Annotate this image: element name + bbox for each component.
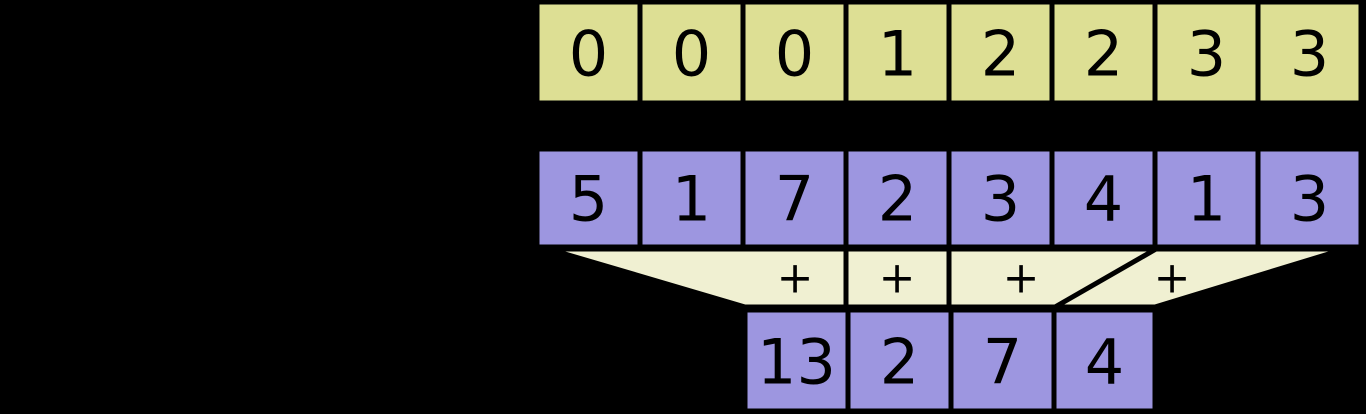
cell-background <box>1051 307 1158 414</box>
cell-background <box>845 307 954 414</box>
segment-id-cell: 2 <box>1049 0 1158 106</box>
cell-background <box>534 0 643 106</box>
cell-label: 2 <box>1084 18 1123 91</box>
segment-id-cell: 1 <box>843 0 952 106</box>
values-row: 5 1 7 2 3 4 1 <box>534 146 1364 250</box>
cell-background <box>637 146 746 250</box>
value-cell: 5 <box>534 146 643 250</box>
segment-ids-row: 0 0 0 1 2 2 3 <box>534 0 1364 106</box>
cell-label: 3 <box>1290 163 1329 236</box>
value-cell: 3 <box>946 146 1055 250</box>
cell-label: 2 <box>878 163 917 236</box>
cell-background <box>1255 0 1364 106</box>
cell-background <box>637 0 746 106</box>
value-cell: 1 <box>637 146 746 250</box>
cell-label: 4 <box>1085 326 1124 399</box>
operator-label: + <box>879 253 916 304</box>
segment-id-cell: 0 <box>534 0 643 106</box>
cell-label: 2 <box>981 18 1020 91</box>
cell-label: 0 <box>569 18 608 91</box>
cell-label: 3 <box>1290 18 1329 91</box>
cell-background <box>946 0 1055 106</box>
result-cell: 2 <box>845 307 954 414</box>
segment-id-cell: 0 <box>740 0 849 106</box>
cell-label: 4 <box>1084 163 1123 236</box>
segment-id-cell: 2 <box>946 0 1055 106</box>
cell-label: 3 <box>1187 18 1226 91</box>
funnel-divider-slanted <box>1053 246 1158 310</box>
cell-label: 7 <box>983 326 1022 399</box>
cell-label: 5 <box>569 163 608 236</box>
result-cell: 7 <box>948 307 1057 414</box>
cell-background <box>948 307 1057 414</box>
cell-background <box>740 0 849 106</box>
operator-label: + <box>777 253 814 304</box>
results-row: 13 2 7 4 <box>742 307 1158 414</box>
cell-label: 7 <box>775 163 814 236</box>
cell-label: 1 <box>878 18 917 91</box>
operator-band: + + + + <box>547 246 1346 310</box>
cell-background <box>1152 0 1261 106</box>
cell-label: 0 <box>775 18 814 91</box>
value-cell: 3 <box>1255 146 1364 250</box>
cell-label: 0 <box>672 18 711 91</box>
cell-background <box>742 307 851 414</box>
operator-label: + <box>1154 253 1191 304</box>
segment-id-cell: 0 <box>637 0 746 106</box>
segment-id-cell: 3 <box>1152 0 1261 106</box>
cell-background <box>1255 146 1364 250</box>
cell-label: 3 <box>981 163 1020 236</box>
result-cell: 13 <box>742 307 851 414</box>
value-cell: 1 <box>1152 146 1261 250</box>
value-cell: 7 <box>740 146 849 250</box>
cell-label: 2 <box>880 326 919 399</box>
cell-label: 13 <box>757 326 836 399</box>
cell-label: 1 <box>1187 163 1226 236</box>
operator-label: + <box>1003 253 1040 304</box>
value-cell: 4 <box>1049 146 1158 250</box>
segment-id-cell: 3 <box>1255 0 1364 106</box>
result-cell: 4 <box>1051 307 1158 414</box>
cell-label: 1 <box>672 163 711 236</box>
value-cell: 2 <box>843 146 952 250</box>
